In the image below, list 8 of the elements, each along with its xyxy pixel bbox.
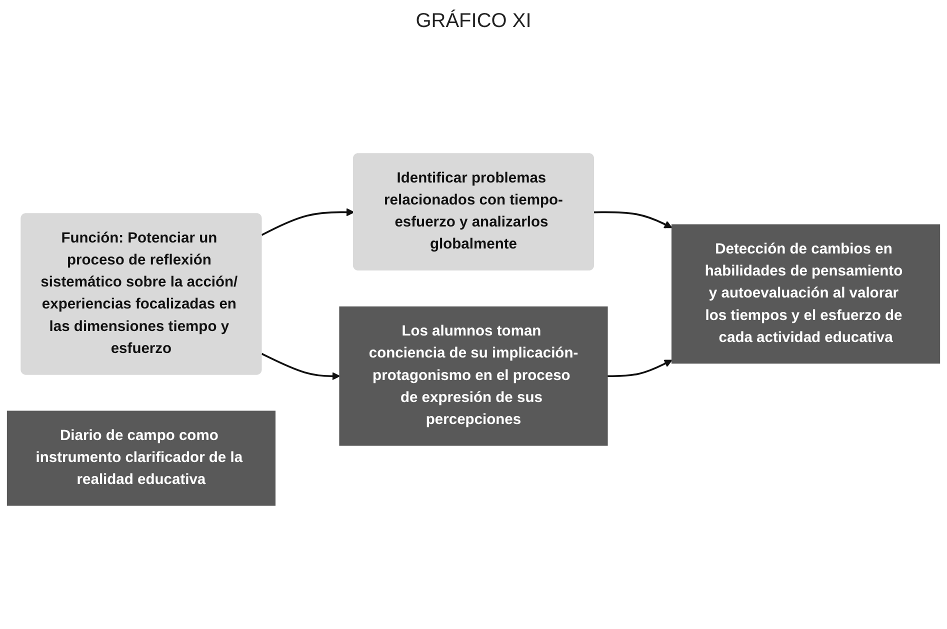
arrow [261,208,354,236]
node-box: Detección de cambios en habilidades de pensamiento y autoevaluación al valorar los tiempos y el esfuerzo de cada actividad educativa [671,224,940,364]
node-box: Diario de campo como instrumento clarificador de la realidad educativa [6,410,276,506]
arrow [607,360,672,378]
arrow [261,352,340,380]
node-box: Los alumnos toman conciencia de su implicación-protagonismo en el proceso de expresión de sus percepciones [339,306,608,446]
diagram-title: GRÁFICO XI [414,10,532,33]
arrow [594,211,672,228]
